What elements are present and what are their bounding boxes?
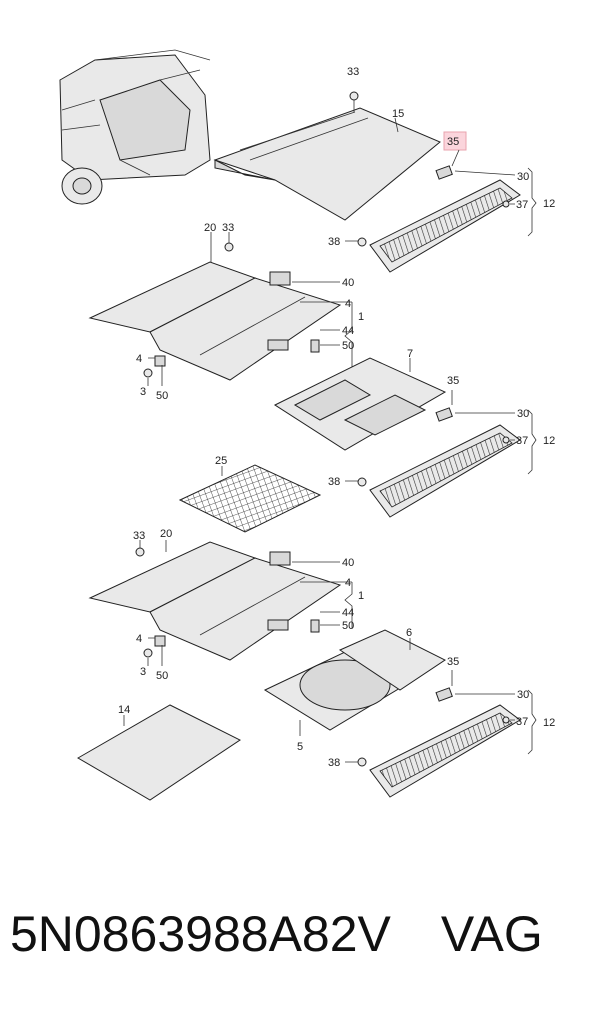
callout-33a: 33 [347, 66, 359, 78]
callout-50c: 50 [342, 620, 354, 632]
callout-4d: 4 [136, 633, 142, 645]
highlight-35 [443, 131, 467, 151]
callout-12b: 12 [543, 435, 555, 447]
callout-37c: 37 [516, 716, 528, 728]
callout-3b: 3 [140, 666, 146, 678]
callout-4a: 4 [345, 298, 351, 310]
cover-panel-20a [88, 261, 342, 381]
sill-panel-row1 [357, 165, 521, 273]
brand-name: VAG [440, 906, 543, 962]
bracket-group-a [143, 242, 320, 378]
callout-20a: 20 [204, 222, 216, 234]
callout-15: 15 [392, 108, 404, 120]
callout-12a: 12 [543, 198, 555, 210]
floor-mat-14 [77, 704, 241, 801]
callout-35b: 35 [447, 375, 459, 387]
spare-wheel-insert-6 [338, 629, 446, 691]
callout-33b: 33 [222, 222, 234, 234]
callout-37b: 37 [516, 435, 528, 447]
callout-35a: 35 [447, 136, 459, 148]
callout-38c: 38 [328, 757, 340, 769]
callout-30b: 30 [517, 408, 529, 420]
cover-panel-20b [88, 541, 342, 661]
callout-1a: 1 [358, 311, 364, 323]
callout-40a: 40 [342, 277, 354, 289]
callout-37a: 37 [516, 199, 528, 211]
caption: 5N0863988A82V VAG [10, 905, 590, 963]
callout-50d: 50 [156, 670, 168, 682]
callout-6: 6 [406, 627, 412, 639]
fastener-33a [349, 91, 359, 112]
callout-38b: 38 [328, 476, 340, 488]
callout-33c: 33 [133, 530, 145, 542]
bracket-group-b [135, 547, 320, 658]
part-number: 5N0863988A82V [10, 906, 391, 962]
callout-labels: 33 15 35 30 12 37 38 20 33 40 4 1 44 50 … [118, 66, 555, 769]
callout-30a: 30 [517, 171, 529, 183]
callout-38a: 38 [328, 236, 340, 248]
storage-insert-7 [273, 357, 447, 451]
callout-7: 7 [407, 348, 413, 360]
callout-44a: 44 [342, 325, 354, 337]
callout-14: 14 [118, 704, 130, 716]
callout-20b: 20 [160, 528, 172, 540]
sill-panel-row3 [357, 687, 521, 798]
callout-4c: 4 [345, 577, 351, 589]
callout-30c: 30 [517, 689, 529, 701]
callout-4b: 4 [136, 353, 142, 365]
sill-panel-row2 [357, 407, 521, 518]
cover-panel-15 [213, 107, 441, 221]
car-illustration [59, 49, 211, 205]
callout-50a: 50 [342, 340, 354, 352]
parts-diagram: 33 15 35 30 12 37 38 20 33 40 4 1 44 50 … [59, 49, 555, 801]
callout-3a: 3 [140, 386, 146, 398]
callout-44b: 44 [342, 607, 354, 619]
callout-50b: 50 [156, 390, 168, 402]
callout-40b: 40 [342, 557, 354, 569]
luggage-net-25 [178, 464, 322, 533]
callout-12c: 12 [543, 717, 555, 729]
callout-1b: 1 [358, 590, 364, 602]
callout-5: 5 [297, 741, 303, 753]
callout-35c: 35 [447, 656, 459, 668]
callout-25: 25 [215, 455, 227, 467]
